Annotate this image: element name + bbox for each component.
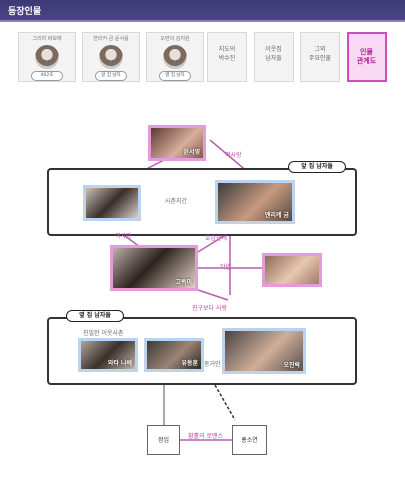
tab-caption: 오련의 김지원 — [160, 36, 190, 42]
header-divider — [0, 20, 405, 22]
tab-pill: 옆 집 남자 — [159, 71, 191, 81]
label-crush-left: 짝사랑 — [115, 233, 132, 240]
page-title: 등장인물 — [8, 7, 42, 17]
person-side-right-name: 오진락 — [283, 362, 300, 369]
box-right[interactable]: 홍소연 — [232, 425, 267, 455]
person-front-left-photo[interactable] — [83, 185, 141, 221]
person-top-photo[interactable]: 윤서영 — [148, 125, 206, 161]
tab-pill: 402호 — [31, 71, 63, 81]
line-box-right — [214, 384, 236, 421]
label-box-relation: 황홀의 로맨스 — [188, 433, 224, 440]
tab-caption: 연리커 금 윤서를 — [93, 36, 129, 42]
person-front-right-photo[interactable]: 엔리케 금 — [215, 180, 295, 224]
tab-3[interactable]: 지도의 박수진 — [207, 32, 247, 82]
tab-6[interactable]: 인물 관계도 — [346, 32, 387, 82]
tab-label: 이웃집 남자들 — [265, 46, 282, 62]
label-more-than-friends: 친구보다 사랑 — [192, 305, 228, 312]
person-side-mid-name: 유동훈 — [181, 360, 198, 367]
label-romance: 호감관계 — [205, 235, 228, 242]
person-front-right-name: 엔리케 금 — [264, 212, 289, 219]
line-more-than-friends — [197, 289, 229, 301]
tab-label: 지도의 박수진 — [218, 46, 236, 62]
person-center-photo[interactable]: 고독미 — [110, 245, 198, 291]
tab-label: 인물 관계도 — [356, 48, 377, 65]
header-bar: 등장인물 — [0, 0, 405, 20]
tab-portrait — [163, 45, 187, 69]
person-side-mid-photo[interactable]: 유동훈 — [144, 338, 204, 372]
label-close-cousins: 친밀한 이웃사촌 — [83, 330, 124, 337]
person-side-left-photo[interactable]: 와타 나베 — [78, 338, 138, 372]
person-side-left-name: 와타 나베 — [107, 360, 132, 367]
tab-caption: 그리미 바보에 — [32, 36, 62, 42]
person-top-name: 윤서영 — [183, 149, 200, 156]
front-group-tag: 앞 집 남자들 — [288, 161, 346, 173]
label-rival: 악연 — [220, 264, 232, 271]
person-right-photo[interactable] — [262, 253, 322, 287]
tab-pill: 앞 집 남자 — [95, 71, 127, 81]
label-same-age: 동거인 — [204, 361, 221, 368]
person-side-right-photo[interactable]: 오진락 — [222, 328, 306, 374]
tab-portrait — [99, 45, 123, 69]
side-group-tag: 옆 집 남자들 — [66, 310, 124, 322]
person-center-name: 고독미 — [175, 279, 192, 286]
tab-5[interactable]: 그외 주요인물 — [300, 32, 340, 82]
tab-4[interactable]: 이웃집 남자들 — [253, 32, 294, 82]
tab-0[interactable]: 그리미 바보에 402호 — [18, 32, 76, 82]
label-crush-top: 짝사랑 — [225, 152, 242, 159]
box-left[interactable]: 정임 — [147, 425, 180, 455]
label-cousins: 사촌지간 — [165, 198, 188, 205]
tab-label: 그외 주요인물 — [308, 46, 332, 62]
tab-portrait — [35, 45, 59, 69]
